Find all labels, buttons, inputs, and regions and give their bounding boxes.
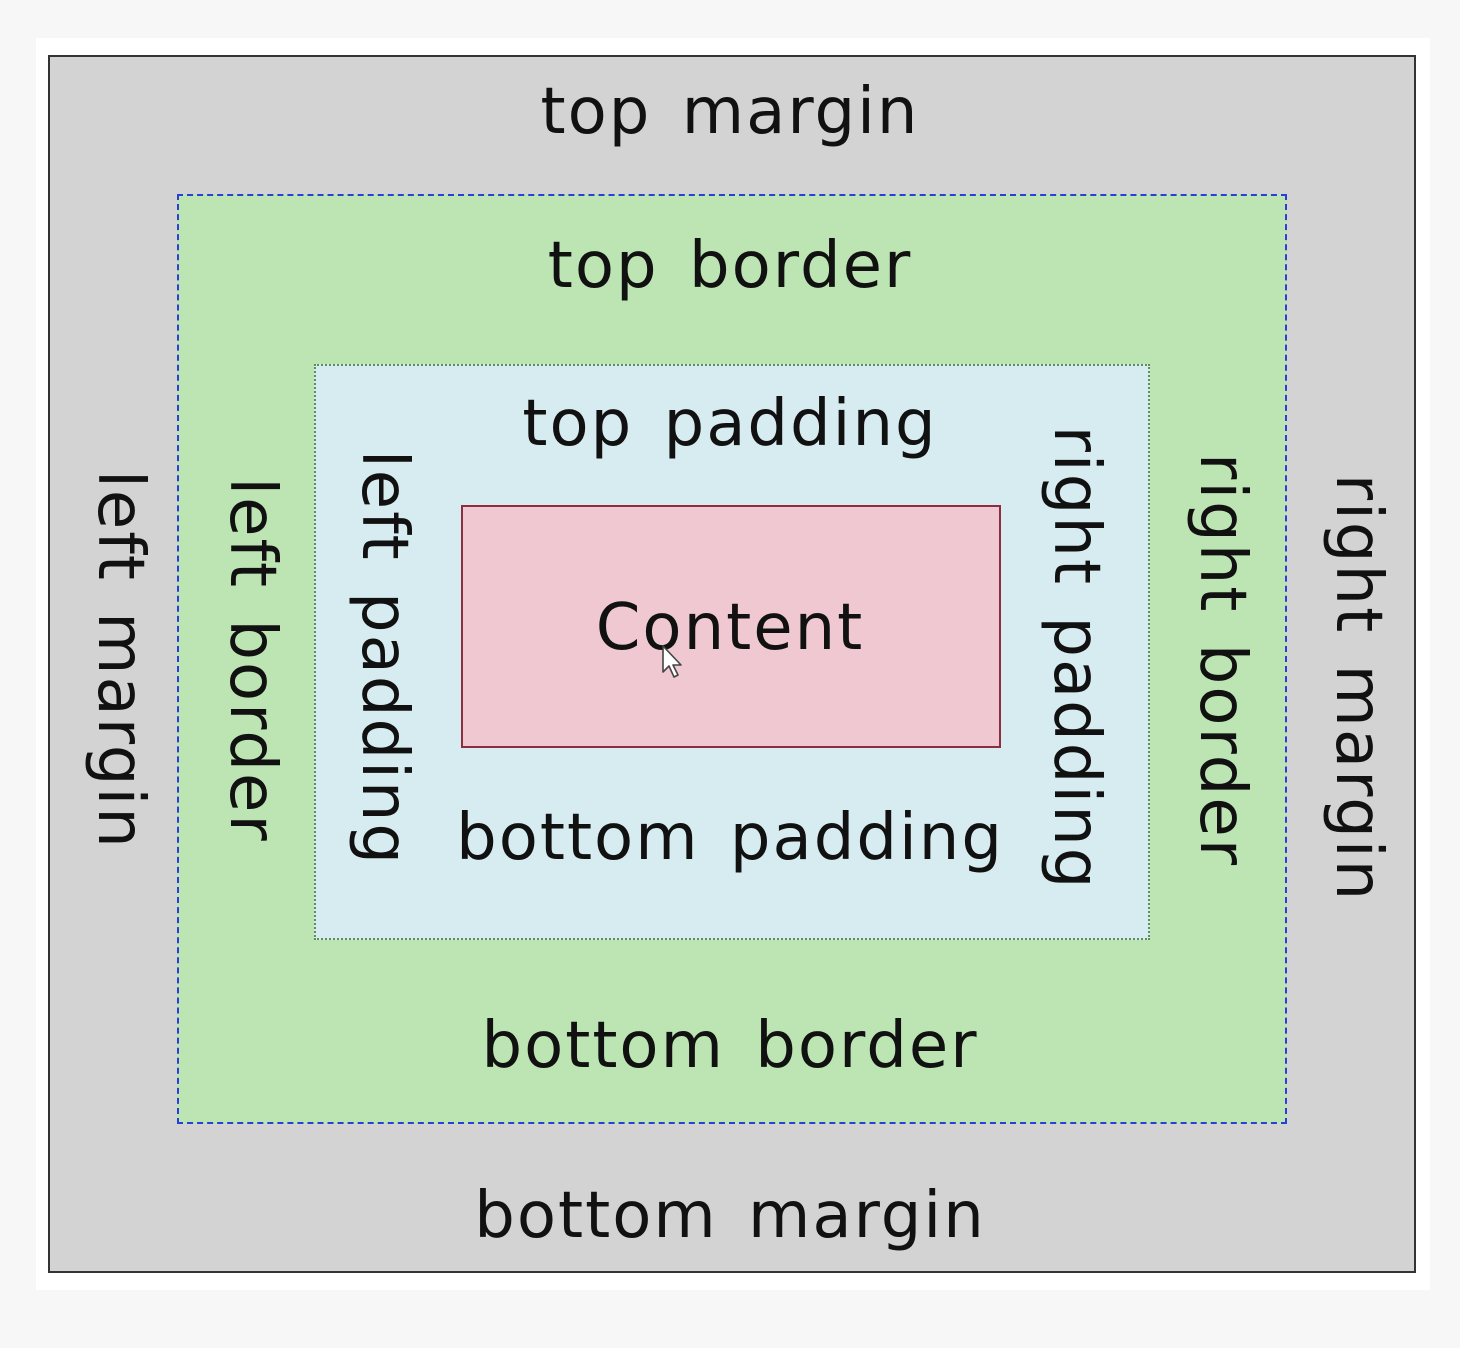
right-padding-label: right padding bbox=[1039, 425, 1113, 891]
content-area bbox=[461, 505, 1001, 748]
left-padding-label: left padding bbox=[347, 449, 421, 867]
top-border-label: top border bbox=[547, 229, 913, 303]
right-border-label: right border bbox=[1185, 453, 1259, 867]
mouse-pointer-icon bbox=[662, 645, 682, 678]
bottom-border-label: bottom border bbox=[481, 1009, 979, 1083]
right-margin-label: right margin bbox=[1321, 473, 1395, 903]
left-margin-label: left margin bbox=[83, 470, 157, 850]
bottom-padding-label: bottom padding bbox=[456, 801, 1004, 875]
top-padding-label: top padding bbox=[522, 387, 938, 461]
bottom-margin-label: bottom margin bbox=[474, 1179, 986, 1253]
left-border-label: left border bbox=[215, 477, 289, 843]
content-label: Content bbox=[595, 591, 865, 665]
top-margin-label: top margin bbox=[540, 75, 920, 149]
